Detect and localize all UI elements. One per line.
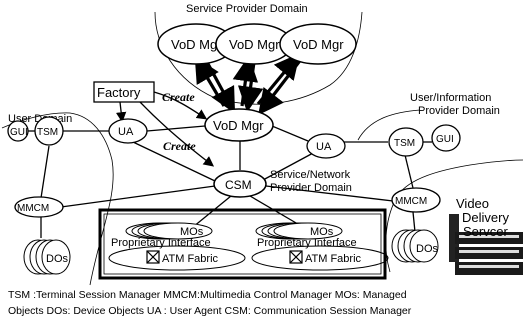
ua-right: UA: [306, 133, 346, 159]
ua-left-label: UA: [118, 126, 134, 138]
video-server-icon: [449, 214, 523, 275]
link-vod2-main: [237, 61, 264, 113]
csm-node: CSM: [213, 170, 267, 198]
mos-label-2: MOs: [310, 226, 334, 238]
user-info-domain-label-2: Provider Domain: [418, 105, 500, 117]
vod-mgr-2: VoD Mgr: [215, 23, 293, 65]
link-csm-mmcm-right: [265, 185, 394, 202]
link-ua-vodmain: [146, 125, 206, 132]
network-fabric-inner-box: [103, 213, 382, 275]
atm-fabric-label-1: ATM Fabric: [162, 253, 219, 265]
atm-fabric-label-2: ATM Fabric: [305, 253, 362, 265]
vod-mgr-main-label: VoD Mgr: [213, 118, 264, 133]
vod-mgr-thick-links: [194, 53, 304, 116]
video-server-label-3: Servcer: [463, 224, 508, 239]
atm-switch-icon-2: [289, 250, 303, 264]
dos-right: [391, 229, 439, 263]
create-label-2: Create: [163, 139, 196, 153]
legend-line-1: TSM :Terminal Session Manager MMCM:Multi…: [8, 289, 407, 301]
mos-label-1: MOs: [180, 226, 204, 238]
mmcm-left: MMCM: [14, 196, 64, 218]
create-arrow-top: [153, 91, 208, 120]
tsm-right: TSM: [388, 127, 424, 157]
right-domain-top-boundary: [357, 109, 421, 141]
connectors: [26, 53, 432, 238]
vod-mgr-3: VoD Mgr: [279, 23, 357, 65]
ua-left: UA: [108, 118, 148, 144]
link-csm-uaright: [262, 151, 316, 181]
mmcm-right: MMCM: [391, 187, 441, 213]
service-network-domain-label-1: Service/Network: [270, 169, 351, 181]
link-main-vod1: [194, 56, 226, 107]
proprietary-interface-label-2: Proprietary Interface: [257, 237, 357, 249]
vod-mgr-1-label: VoD Mgr: [171, 37, 222, 52]
create-arrow-bottom: [139, 101, 215, 167]
mmcm-right-label: MMCM: [395, 196, 427, 207]
atm-switch-icon-1: [146, 250, 160, 264]
mos-stack-2: [255, 222, 343, 240]
video-server-label-2: Delivery: [462, 210, 509, 225]
user-info-domain-label-1: User/Information: [410, 92, 491, 104]
service-provider-domain-label: Service Provider Domain: [186, 3, 308, 15]
link-ua-csm: [132, 141, 216, 182]
link-csm-mmcm-left: [60, 185, 216, 208]
dos-left-label: DOs: [46, 253, 69, 265]
gui-right: GUI: [431, 124, 461, 152]
dos-right-label: DOs: [416, 243, 439, 255]
atm-fabric-ellipse-2: [251, 245, 389, 271]
gui-right-label: GUI: [436, 134, 454, 145]
atm-fabric-ellipse-1: [108, 245, 246, 271]
ua-right-label: UA: [316, 141, 332, 153]
vod-mgr-2-label: VoD Mgr: [229, 37, 280, 52]
vod-mgr-main: VoD Mgr: [204, 108, 274, 142]
csm-label: CSM: [225, 178, 252, 192]
service-network-domain-label-2: Provider Domain: [270, 182, 352, 194]
proprietary-interface-label-1: Proprietary Interface: [111, 237, 211, 249]
video-server-label-1: Video: [456, 196, 489, 211]
gui-left-label: GUI: [10, 127, 28, 138]
vod-mgr-1: VoD Mgr: [157, 23, 235, 65]
link-mmcm-dos-right: [412, 211, 416, 233]
tsm-left-label: TSM: [37, 127, 58, 138]
link-main-vod3: [256, 53, 301, 106]
link-tsm-mmcm-left: [40, 145, 50, 199]
factory-node: Factory: [93, 81, 155, 103]
factory-to-ua: [115, 101, 127, 123]
network-fabric-box: [98, 208, 387, 280]
link-tsm-mmcm-right: [404, 154, 414, 189]
link-vodmain-uaright: [271, 125, 309, 142]
legend-line-2: Objects DOs: Device Objects UA : User Ag…: [8, 305, 412, 317]
tsm-left: TSM: [34, 116, 64, 146]
link-main-vod2: [232, 55, 259, 107]
vod-mgr-3-label: VoD Mgr: [293, 37, 344, 52]
create-label-1: Create: [162, 90, 195, 104]
gui-left: GUI: [7, 120, 29, 142]
dos-left: [23, 239, 71, 275]
mos-stack-1: [125, 222, 213, 240]
mmcm-left-label: MMCM: [17, 203, 49, 214]
tsm-right-label: TSM: [394, 138, 415, 149]
factory-label: Factory: [97, 85, 141, 100]
